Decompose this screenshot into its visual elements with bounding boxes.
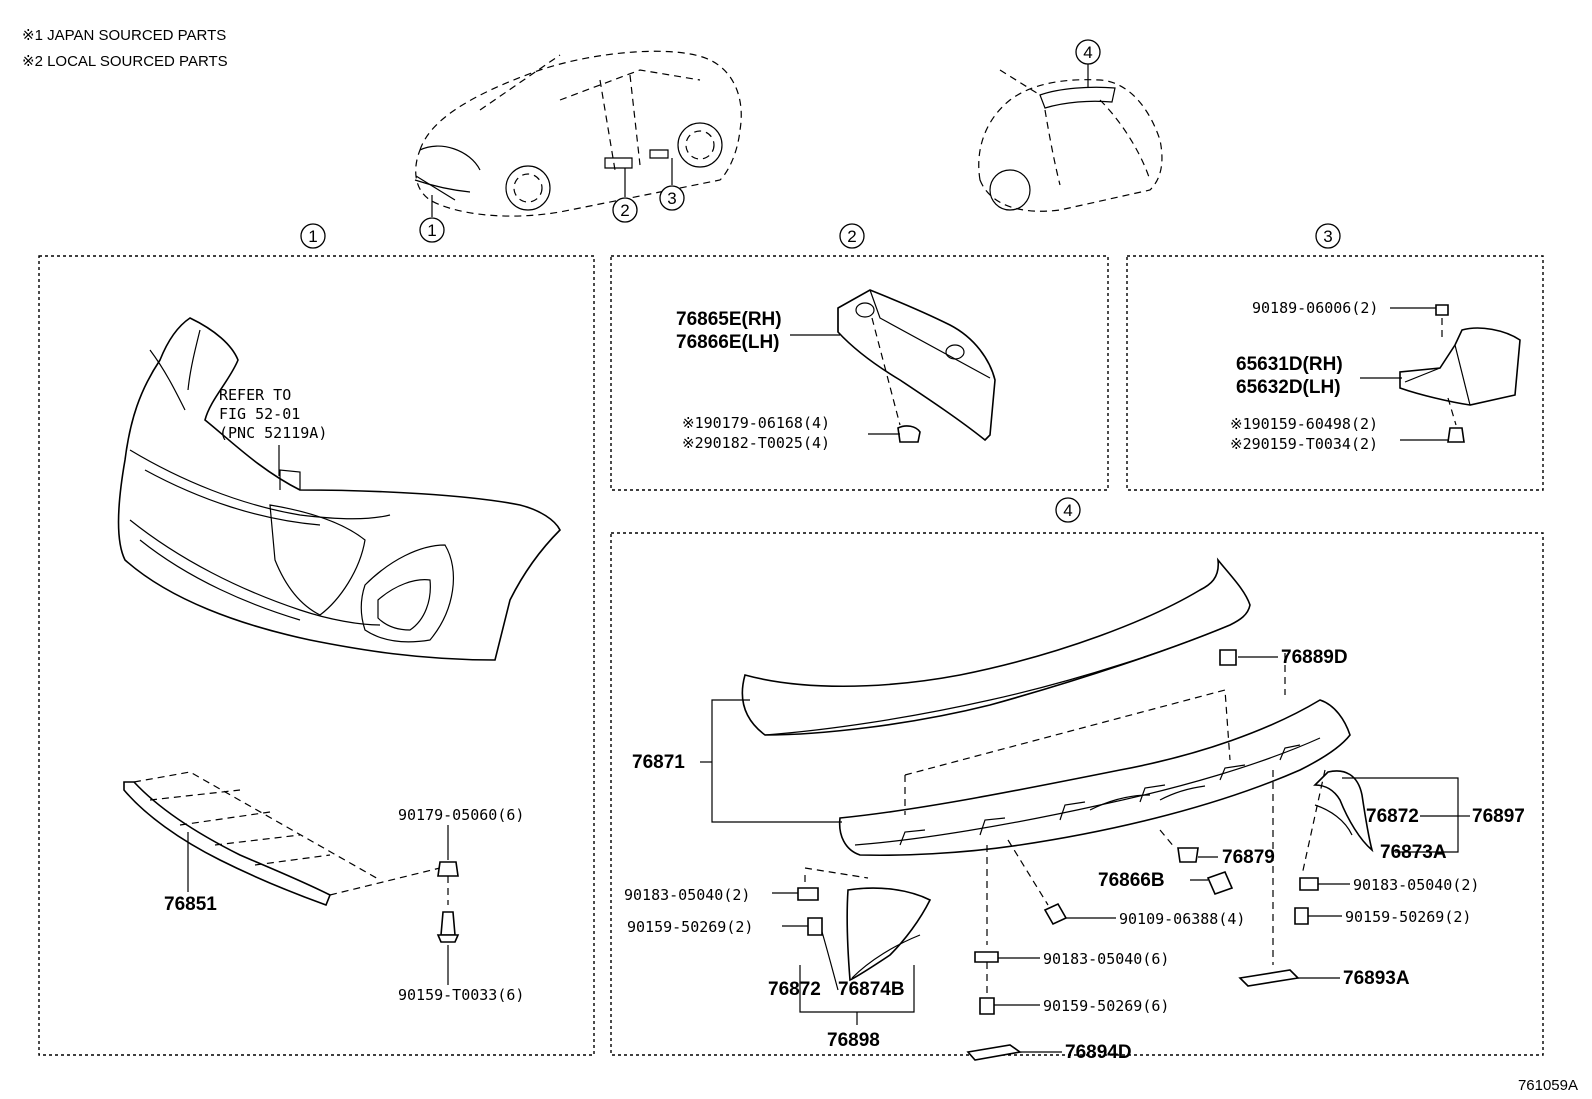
overview-callout-1: 1 — [427, 221, 436, 240]
panel1-label-90159: 90159-T0033(6) — [398, 986, 524, 1004]
note-local-sourced: ※2 LOCAL SOURCED PARTS — [22, 53, 228, 70]
panel4-label-90159-middle: 90159-50269(6) — [1043, 997, 1169, 1015]
panel4-label-90159-right: 90159-50269(2) — [1345, 908, 1471, 926]
panel4-label-76889d: 76889D — [1281, 647, 1348, 668]
clip-76889d-drawing — [1219, 649, 1237, 666]
front-bumper-drawing — [117, 317, 561, 661]
section-4-label: 4 — [1063, 501, 1072, 520]
overview-callouts: 1 2 3 4 — [419, 39, 1101, 243]
panel4-label-76898: 76898 — [827, 1030, 880, 1051]
panel3-label-local: ※290159-T0034(2) — [1230, 435, 1378, 453]
section-2-label: 2 — [847, 227, 856, 246]
bracket-76894d-drawing — [966, 1044, 1023, 1061]
panel3-label-japan: ※190159-60498(2) — [1230, 415, 1378, 433]
overview-callout-3: 3 — [667, 189, 676, 208]
part-65631d-drawing — [1399, 304, 1521, 443]
panel1-label-90179: 90179-05060(6) — [398, 806, 524, 824]
panel4-label-76874b: 76874B — [838, 979, 905, 1000]
section-3-label: 3 — [1323, 227, 1332, 246]
panel4-label-76872-right: 76872 — [1366, 806, 1419, 827]
panel4-label-76894d: 76894D — [1065, 1042, 1132, 1063]
note-japan-sourced: ※1 JAPAN SOURCED PARTS — [22, 27, 226, 44]
panel3-label-lh: 65632D(LH) — [1236, 377, 1341, 398]
panel4-label-76866b: 76866B — [1098, 870, 1165, 891]
panel-4-frame — [610, 532, 1544, 1056]
panel2-label-japan: ※190179-06168(4) — [682, 414, 830, 432]
panel3-label-90189: 90189-06006(2) — [1252, 299, 1378, 317]
clip-90183-middle-drawing — [974, 951, 999, 963]
clip-76866b-drawing — [1206, 870, 1234, 896]
bracket-76893a-drawing — [1238, 969, 1300, 987]
panel2-label-local: ※290182-T0025(4) — [682, 434, 830, 452]
overview-callout-4: 4 — [1083, 43, 1092, 62]
section-labels: 1 2 3 4 — [300, 223, 1341, 523]
panel2-label-lh: 76866E(LH) — [676, 332, 780, 353]
panel1-refer-line2: FIG 52-01 — [219, 405, 300, 423]
section-1-label: 1 — [308, 227, 317, 246]
overview-car-rear — [978, 69, 1163, 212]
clip-90183-left-drawing — [797, 887, 819, 901]
panel1-refer-line1: REFER TO — [219, 386, 291, 404]
panel4-label-76897: 76897 — [1472, 806, 1525, 827]
part-76871-base-drawing — [838, 689, 1351, 857]
panel4-label-76879: 76879 — [1222, 847, 1275, 868]
part-76865e-drawing — [837, 289, 996, 443]
panel4-label-90183-left: 90183-05040(2) — [624, 886, 750, 904]
figure-id: 761059A — [1518, 1077, 1578, 1094]
panel1-refer-line3: (PNC 52119A) — [219, 424, 327, 442]
screw-90159-right-drawing — [1294, 907, 1309, 925]
panel4-label-90109: 90109-06388(4) — [1119, 910, 1245, 928]
overview-callout-2: 2 — [620, 201, 629, 220]
part-76851-drawing — [123, 771, 441, 907]
clip-90183-right-drawing — [1299, 877, 1319, 891]
endcap-76898-drawing — [804, 867, 932, 991]
overview-car-front — [414, 50, 742, 217]
panel4-label-76872-left: 76872 — [768, 979, 821, 1000]
panel4-label-90183-right: 90183-05040(2) — [1353, 876, 1479, 894]
panel-3-frame — [1126, 255, 1544, 491]
panel-1-frame — [38, 255, 595, 1056]
panel-2-frame — [610, 255, 1109, 491]
panel3-label-rh: 65631D(RH) — [1236, 354, 1343, 375]
screw-90159-middle-drawing — [979, 997, 995, 1015]
panel1-label-76851: 76851 — [164, 894, 217, 915]
endcap-76872-drawing — [1313, 770, 1374, 853]
screw-90159-left-drawing — [807, 917, 823, 936]
clip-76879-drawing — [1177, 847, 1199, 863]
panel4-label-76893a: 76893A — [1343, 968, 1410, 989]
panel2-label-rh: 76865E(RH) — [676, 309, 782, 330]
panel4-label-90183-middle: 90183-05040(6) — [1043, 950, 1169, 968]
clip-90179-drawing — [436, 861, 460, 943]
panel4-label-76871: 76871 — [632, 752, 685, 773]
panel4-label-90159-left: 90159-50269(2) — [627, 918, 753, 936]
panel4-label-76873a: 76873A — [1380, 842, 1447, 863]
part-76871-cover-drawing — [741, 557, 1251, 736]
bolt-90109-drawing — [1043, 902, 1068, 926]
